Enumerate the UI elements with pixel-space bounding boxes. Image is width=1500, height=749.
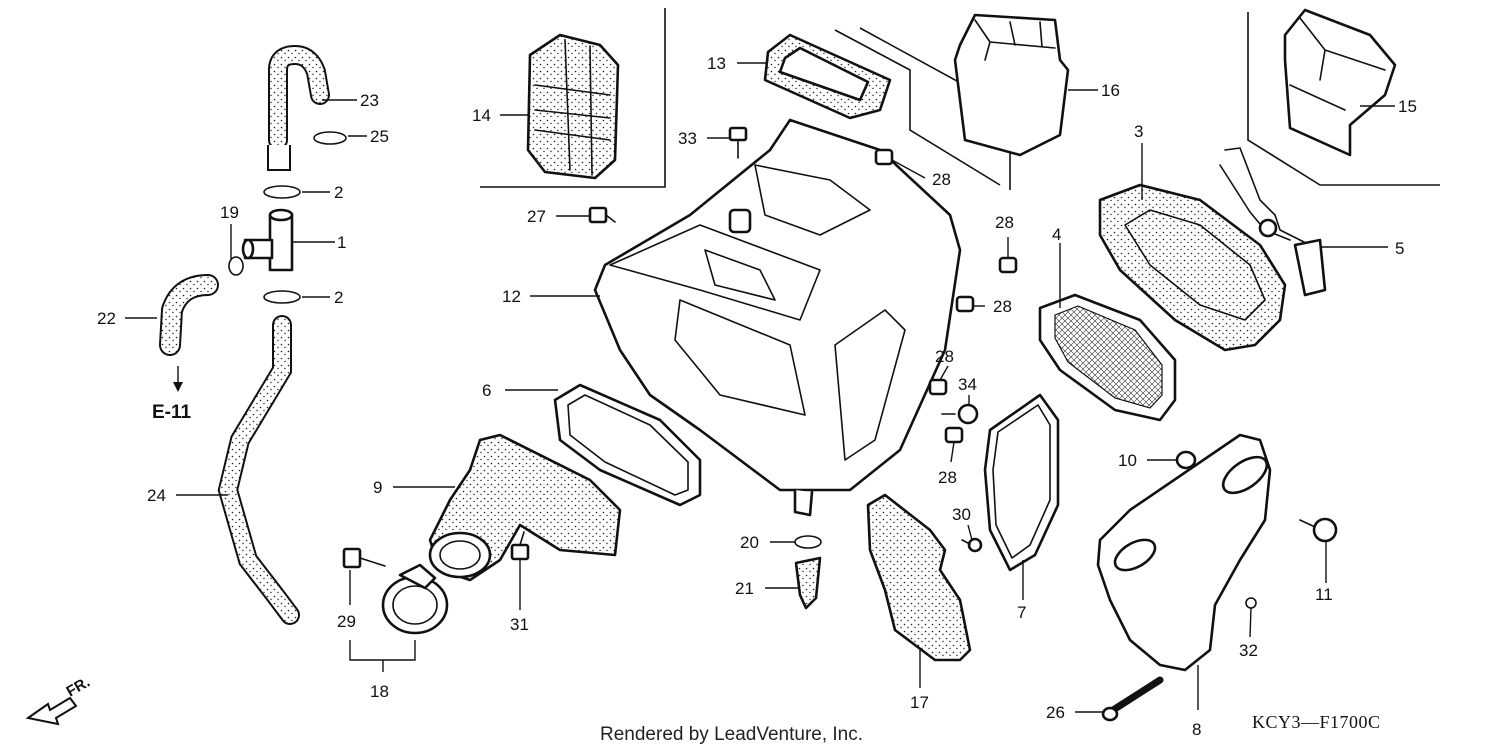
callout-1: 1: [337, 233, 346, 252]
callout-19: 19: [220, 203, 239, 222]
diagram-code: KCY3—F1700C: [1252, 712, 1381, 732]
callout-33: 33: [678, 129, 697, 148]
part-29-bolt: [342, 547, 386, 569]
credit-text: Rendered by LeadVenture, Inc.: [600, 724, 863, 745]
callout-21: 21: [735, 579, 754, 598]
part-28-clip-b: [998, 256, 1018, 274]
part-21-cap: [794, 556, 822, 610]
part-31-bolt: [510, 531, 530, 561]
part-28-clip-c: [955, 295, 975, 313]
callout-8: 8: [1192, 720, 1201, 739]
callout-30: 30: [952, 505, 971, 524]
callout-22: 22: [97, 309, 116, 328]
part-22-hose: [159, 274, 219, 356]
callout-12: 12: [502, 287, 521, 306]
part-11-fastener: [1299, 517, 1338, 543]
part-19-clip: [228, 256, 244, 276]
callout-23: 23: [360, 91, 379, 110]
callout-10: 10: [1118, 451, 1137, 470]
part-3-filter: [1098, 183, 1287, 352]
front-direction-arrow: FR.: [25, 674, 93, 726]
part-13-gasket: [763, 33, 892, 120]
part-18-clamp: [381, 563, 449, 635]
callout-28-d: 28: [935, 347, 954, 366]
callout-4: 4: [1052, 225, 1061, 244]
callout-2-upper: 2: [334, 183, 343, 202]
callout-34: 34: [958, 375, 977, 394]
part-23-hose: [267, 44, 330, 171]
callout-28-e: 28: [938, 468, 957, 487]
callout-28-c: 28: [993, 297, 1012, 316]
callout-28-b: 28: [995, 213, 1014, 232]
callout-11: 11: [1315, 585, 1333, 604]
callout-18: 18: [370, 682, 389, 701]
part-6-gasket: [553, 383, 702, 507]
part-32-clip: [1245, 597, 1257, 609]
callout-2-lower: 2: [334, 288, 343, 307]
callout-24: 24: [147, 486, 166, 505]
direction-label: FR.: [64, 674, 93, 701]
callout-16: 16: [1101, 81, 1120, 100]
leader-lines: [125, 62, 1395, 713]
part-12-air-box: [593, 118, 962, 517]
callout-31: 31: [510, 615, 529, 634]
part-14-duct-cover: [526, 33, 620, 180]
callout-6: 6: [482, 381, 491, 400]
callout-29: 29: [337, 612, 356, 631]
callout-3: 3: [1134, 122, 1143, 141]
part-2-clip-upper: [263, 185, 301, 199]
part-34-screw: [941, 403, 979, 425]
part-28-clip-d: [928, 378, 948, 396]
part-10-grommet: [1175, 450, 1197, 470]
callout-32: 32: [1239, 641, 1258, 660]
callouts: 23 25 2 19 1 2 22 E-11 24 29 18 31 9 6 1…: [97, 54, 1417, 739]
inset-frame-left: [480, 8, 666, 188]
callout-26: 26: [1046, 703, 1065, 722]
callout-14: 14: [472, 106, 491, 125]
inset-frame-right: [1247, 12, 1440, 186]
part-26-bolt: [1101, 676, 1164, 722]
part-17-cover: [866, 493, 972, 662]
reference-label: E-11: [152, 402, 192, 423]
callout-20: 20: [740, 533, 759, 552]
part-5-retainer: [1219, 147, 1327, 297]
part-25-clip: [313, 131, 347, 145]
callout-28-a: 28: [932, 170, 951, 189]
part-16-intake-box: [953, 13, 1070, 157]
part-7-seal: [983, 393, 1060, 572]
part-30-screw: [961, 537, 983, 553]
callout-25: 25: [370, 127, 389, 146]
callout-9: 9: [373, 478, 382, 497]
part-24-hose: [217, 315, 300, 625]
part-1-fitting: [241, 208, 294, 272]
callout-7: 7: [1017, 603, 1026, 622]
part-8-side-cover: [1096, 433, 1272, 672]
callout-17: 17: [910, 693, 929, 712]
part-4-filter-holder: [1038, 293, 1177, 422]
part-33-bolt: [728, 126, 748, 159]
part-27-bolt: [588, 206, 616, 224]
callout-13: 13: [707, 54, 726, 73]
part-28-clip-a: [874, 148, 894, 166]
callout-27: 27: [527, 207, 546, 226]
callout-15: 15: [1398, 97, 1417, 116]
part-2-clip-lower: [263, 290, 301, 304]
callout-5: 5: [1395, 239, 1404, 258]
part-20-clip: [794, 535, 822, 549]
part-9-intake-boot: [428, 433, 622, 582]
part-28-clip-e: [944, 426, 964, 444]
part-15-inset-duct: [1283, 8, 1397, 157]
